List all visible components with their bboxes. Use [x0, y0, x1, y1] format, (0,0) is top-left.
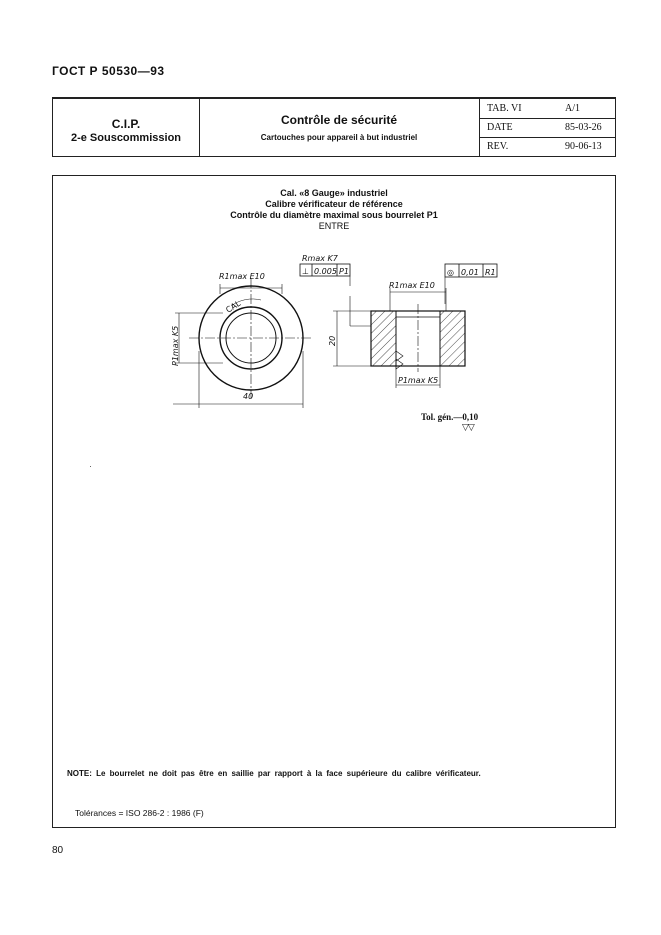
- note-text: NOTE: Le bourrelet ne doit pas être en s…: [67, 769, 481, 778]
- scan-speck: [90, 466, 91, 467]
- concentricity-tolerance: 0,01: [461, 268, 479, 277]
- reference-cell: TAB. VI A/1 DATE 85-03-26 REV. 90-06-13: [479, 99, 615, 156]
- concentricity-datum: R1: [485, 268, 496, 277]
- gauge-top-view: [173, 278, 313, 408]
- ref-row-date: DATE 85-03-26: [479, 118, 615, 138]
- document-subtitle: Cartouches pour appareil à but industrie…: [260, 133, 418, 142]
- gauge-section-view: [333, 288, 466, 388]
- ref-key: REV.: [487, 141, 509, 152]
- ref-row-rev: REV. 90-06-13: [479, 137, 615, 156]
- surface-finish-icon: ▽▽: [462, 422, 475, 432]
- title-block: C.I.P. 2-e Souscommission Contrôle de sé…: [52, 97, 616, 157]
- drawing-title-line: Cal. «8 Gauge» industriel: [280, 188, 388, 198]
- ref-value: 90-06-13: [565, 141, 602, 152]
- perpendicularity-datum: P1: [339, 267, 349, 276]
- technical-drawing: R1max E10 P1max K5 CAL 40 Rmax K7 ⊥ 0.00…: [171, 254, 498, 408]
- p1max-right-label: P1max K5: [398, 376, 438, 385]
- tolerances-reference: Tolérances = ISO 286-2 : 1986 (F): [75, 808, 204, 818]
- perpendicularity-frame: [299, 263, 351, 286]
- drawing-title-entre: ENTRE: [318, 221, 350, 231]
- dimension-20: 20: [328, 336, 337, 346]
- drawing-frame: Cal. «8 Gauge» industriel Calibre vérifi…: [52, 175, 616, 828]
- ref-key: TAB. VI: [487, 103, 522, 114]
- page-number: 80: [52, 845, 64, 856]
- document-title: Contrôle de sécurité: [280, 113, 398, 127]
- ref-value: A/1: [565, 103, 580, 114]
- title-cell: Contrôle de sécurité Cartouches pour app…: [199, 99, 480, 156]
- concentricity-frame: [444, 263, 498, 304]
- rmax-label: Rmax K7: [302, 254, 339, 263]
- ref-row-tab: TAB. VI A/1: [479, 99, 615, 119]
- org-name: C.I.P.: [111, 117, 141, 131]
- perpendicularity-tolerance: 0.005: [314, 267, 337, 276]
- r1max-right-label: R1max E10: [389, 281, 435, 290]
- general-tolerance: Tol. gén.—0,10: [421, 412, 479, 422]
- org-cell: C.I.P. 2-e Souscommission: [53, 99, 200, 156]
- dimension-40: 40: [243, 392, 253, 401]
- p1max-left-label: P1max K5: [171, 326, 180, 366]
- ref-key: DATE: [487, 122, 513, 133]
- subcommission: 2-e Souscommission: [70, 132, 182, 144]
- drawing-title-line: Contrôle du diamètre maximal sous bourre…: [230, 210, 438, 220]
- drawing-title: Cal. «8 Gauge» industriel Calibre vérifi…: [53, 188, 615, 232]
- drawing-title-line: Calibre vérificateur de référence: [265, 199, 403, 209]
- ref-value: 85-03-26: [565, 122, 602, 133]
- perpendicularity-icon: ⊥: [302, 267, 309, 276]
- concentricity-icon: ◎: [447, 268, 454, 277]
- standard-header: ГОСТ Р 50530—93: [52, 64, 165, 78]
- r1max-left-label: R1max E10: [219, 272, 265, 281]
